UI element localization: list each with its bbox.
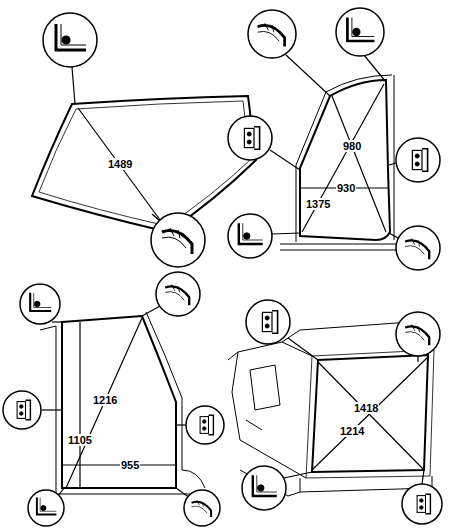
dimension-value: 955 [120,459,140,471]
dimension-value: 1105 [67,434,93,446]
dimension-value: 1489 [107,158,133,170]
dimension-value: 930 [336,182,356,194]
dimension-value: 1418 [353,402,379,414]
dimension-value: 1216 [92,394,118,406]
dimension-value: 1214 [339,425,365,437]
dimension-value: 1375 [305,198,331,210]
dimension-value: 980 [342,140,362,152]
